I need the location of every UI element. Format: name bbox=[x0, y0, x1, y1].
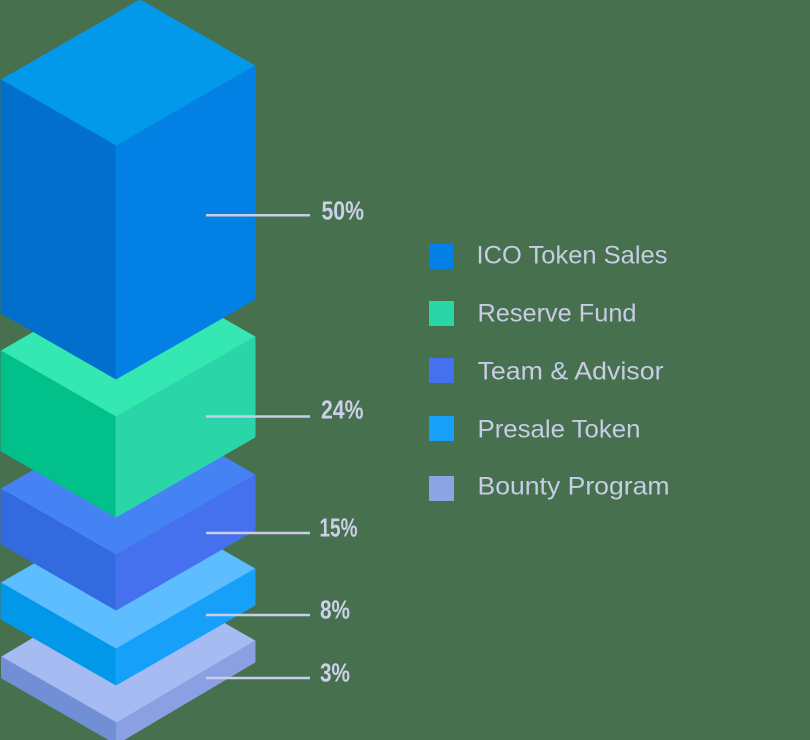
svg-text:50%: 50% bbox=[322, 196, 365, 226]
svg-text:15%: 15% bbox=[320, 513, 358, 543]
svg-text:3%: 3% bbox=[320, 658, 350, 688]
svg-text:24%: 24% bbox=[321, 395, 364, 425]
svg-text:ICO Token Sales: ICO Token Sales bbox=[477, 242, 668, 270]
svg-text:Team & Advisor: Team & Advisor bbox=[478, 358, 664, 386]
svg-text:Reserve Fund: Reserve Fund bbox=[478, 300, 637, 328]
svg-text:8%: 8% bbox=[320, 595, 350, 625]
svg-text:Presale Token: Presale Token bbox=[478, 416, 641, 444]
svg-text:Bounty Program: Bounty Program bbox=[478, 473, 670, 501]
